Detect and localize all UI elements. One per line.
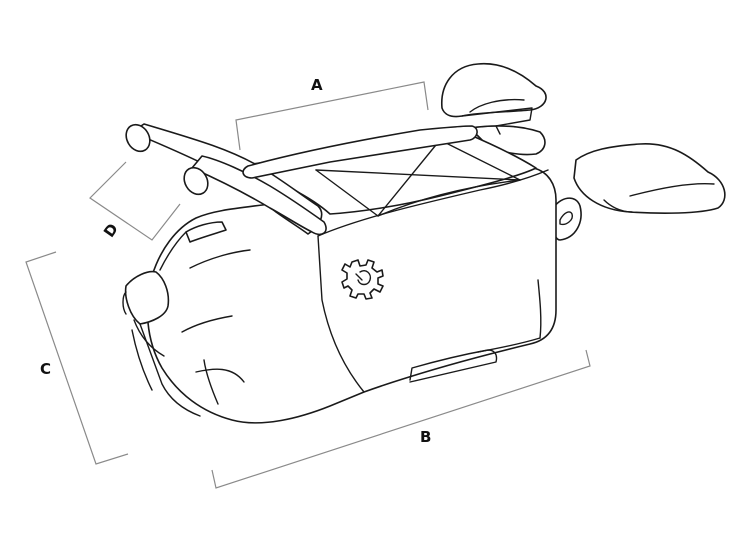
dimension-d: D [89, 161, 181, 241]
dimension-c: C [25, 251, 129, 465]
handlebar [125, 123, 478, 236]
gear-logo-icon [341, 259, 384, 300]
dimension-b: B [211, 349, 591, 489]
near-brake-hood [573, 143, 726, 214]
side-strap [122, 221, 227, 417]
dimension-b-label: B [420, 428, 431, 446]
dimension-a-label: A [311, 76, 323, 94]
dimension-d-label: D [100, 220, 122, 241]
dimension-a: A [235, 76, 429, 151]
dimension-c-label: C [40, 360, 51, 378]
far-brake-hood [441, 62, 547, 156]
